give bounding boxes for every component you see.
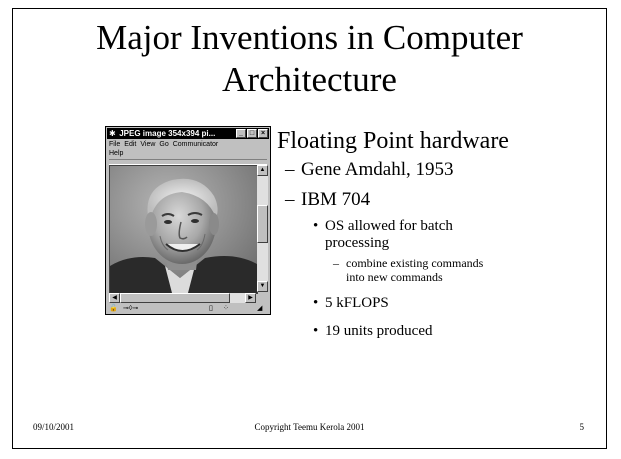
window-title: JPEG image 354x394 pi... (119, 129, 216, 138)
slide: Major Inventions in Computer Architectur… (12, 8, 607, 449)
scroll-left-icon[interactable]: ◀ (109, 293, 120, 303)
sub-bullet-amdahl: –Gene Amdahl, 1953 (285, 159, 454, 180)
vertical-scrollbar[interactable]: ▲ ▼ (257, 165, 268, 292)
bullet-main: Floating Point hardware (277, 128, 509, 154)
menu-communicator[interactable]: Communicator (172, 141, 219, 148)
menu-help[interactable]: Help (109, 150, 124, 157)
scroll-down-icon[interactable]: ▼ (257, 281, 268, 292)
scroll-up-icon[interactable]: ▲ (257, 165, 268, 176)
status-bar: 🔓 ⊸◊⊸ ▯ ⁘ ◢ (109, 304, 267, 313)
title-line-2: Architecture (222, 60, 397, 99)
menu-go[interactable]: Go (159, 141, 169, 148)
page-number: 5 (579, 422, 585, 432)
toolbar-strip (109, 159, 267, 165)
menu-file[interactable]: File (109, 141, 121, 148)
item-os-batch: •OS allowed for batch processing (313, 218, 453, 251)
close-button[interactable]: × (258, 129, 268, 138)
sub-bullet-ibm: –IBM 704 (285, 189, 371, 210)
maximize-button[interactable]: □ (247, 129, 257, 138)
portrait-photo-icon (110, 166, 257, 293)
horizontal-scrollbar[interactable]: ◀ ▶ (109, 293, 256, 303)
portrait-photo (109, 165, 258, 294)
connection-icon: ⊸◊⊸ (123, 305, 139, 312)
status-divider-icon: ▯ (209, 305, 213, 312)
menu-edit[interactable]: Edit (124, 141, 137, 148)
title-line-1: Major Inventions in Computer (96, 18, 523, 57)
scroll-right-icon[interactable]: ▶ (245, 293, 256, 303)
item-combine-commands: –combine existing commands into new comm… (333, 256, 484, 284)
window-titlebar[interactable]: ✱ JPEG image 354x394 pi... _ □ × (107, 128, 269, 139)
footer-copyright: Copyright Teemu Kerola 2001 (254, 422, 365, 432)
resize-grip-icon[interactable]: ◢ (257, 305, 263, 312)
footer-date: 09/10/2001 (33, 422, 75, 432)
network-icon: ⁘ (223, 305, 229, 312)
slide-title: Major Inventions in Computer Architectur… (13, 17, 606, 101)
item-units: •19 units produced (313, 323, 433, 339)
h-scroll-thumb[interactable] (120, 293, 230, 303)
item-kflops: •5 kFLOPS (313, 295, 389, 311)
minimize-button[interactable]: _ (236, 129, 246, 138)
menu-view[interactable]: View (140, 141, 156, 148)
scroll-thumb[interactable] (257, 205, 268, 243)
app-icon: ✱ (109, 129, 116, 138)
security-icon[interactable]: 🔓 (109, 305, 118, 312)
